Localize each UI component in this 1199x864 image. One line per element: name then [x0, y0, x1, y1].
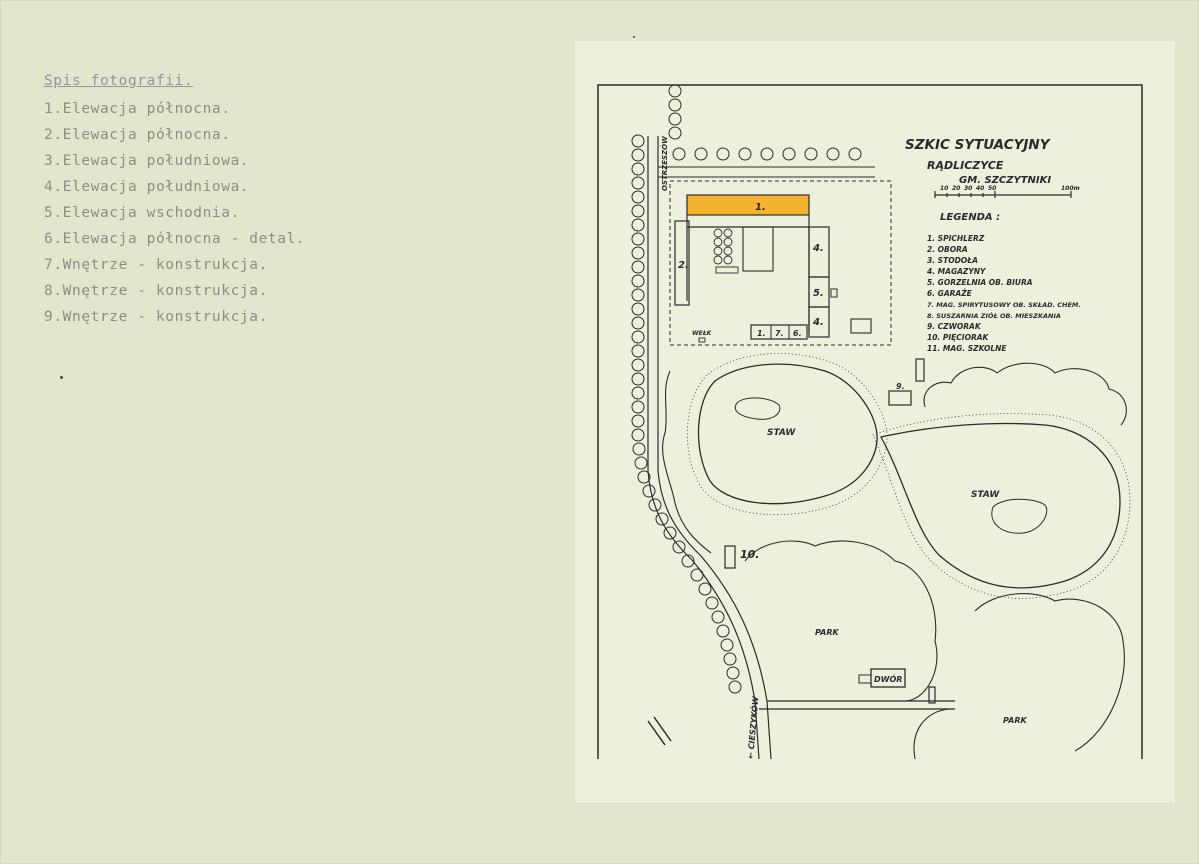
photo-list-item: 1.Elewacja północna. [44, 101, 231, 117]
scale-bar-line [934, 191, 1072, 198]
road-west-edge [657, 136, 772, 760]
photo-list-item: 3.Elewacja południowa. [44, 153, 250, 169]
tree-row-north [672, 147, 862, 161]
legend-title: LEGENDA : [940, 212, 1000, 223]
legend-item: 6. GARAŻE [927, 289, 973, 298]
road-west [647, 136, 760, 760]
pond-right-island [991, 498, 1048, 534]
photo-list-item: 8.Wnętrze - konstrukcja. [44, 283, 268, 299]
building-7-number: 7. [775, 329, 784, 338]
manor-wing [858, 674, 872, 684]
building-3-barn [686, 215, 810, 333]
road-break-mark [647, 716, 672, 746]
map-legend: LEGENDA : 1. SPICHLERZ 2. OBORA 3. STODO… [927, 212, 1081, 353]
photo-list-title: Spis fotografii. [44, 73, 194, 89]
building-inner-block [742, 226, 774, 272]
photo-list-item: 5.Elewacja wschodnia. [44, 205, 240, 221]
legend-item: 1. SPICHLERZ [927, 234, 985, 243]
building-inner-small [715, 266, 739, 274]
building-row-south [750, 324, 808, 340]
building-4-number-b: 4. [812, 317, 824, 328]
legend-item: 2. OBORA [927, 245, 968, 254]
silo-cluster [713, 228, 733, 265]
road-north-link [658, 166, 875, 178]
pond-left-label: STAW [767, 428, 796, 438]
tree-canopy-park [744, 540, 938, 702]
tree-row-west [631, 84, 742, 694]
legend-item: 3. STODOŁA [927, 256, 978, 265]
building-6-number: 6. [793, 329, 802, 338]
park-right-label: PARK [1003, 716, 1027, 725]
scale-label: 50 [988, 185, 996, 192]
photo-list-item: 6.Elewacja północna - detal. [44, 231, 306, 247]
pond-left-island [734, 397, 781, 420]
photo-list-item: 4.Elewacja południowa. [44, 179, 250, 195]
road-north-label: OSTRZESZÓW [660, 136, 669, 191]
map-title: SZKIC SYTUACYJNY [905, 137, 1051, 153]
scale-label: 20 [952, 185, 960, 192]
legend-item: 4. MAGAZYNY [927, 267, 987, 276]
scale-label: 10 [940, 185, 948, 192]
legend-item: 9. CZWORAK [927, 322, 982, 331]
well-label: WEŁK [692, 330, 713, 337]
building-4-number-a: 4. [812, 243, 824, 254]
photo-list-item: 2.Elewacja północna. [44, 127, 231, 143]
site-plan-map: 1. 2. 4. 5. 4. 1. 7. 6. WEŁK 9. 10. [597, 84, 1143, 760]
building-5-number: 5. [813, 288, 824, 299]
pond-right-label: STAW [971, 490, 1000, 500]
farmyard-boundary [669, 180, 892, 346]
site-plan-sheet: 1. 2. 4. 5. 4. 1. 7. 6. WEŁK 9. 10. [575, 41, 1175, 803]
building-2-cowshed [674, 220, 690, 306]
legend-item: 7. MAG. SPIRYTUSOWY OB. SKŁAD. CHEM. [927, 301, 1081, 309]
legend-item: 5. GORZELNIA OB. BIURA [927, 278, 1033, 287]
building-small-yard [850, 318, 872, 334]
building-4-warehouse-b [808, 306, 830, 338]
tree-canopy-north-east [923, 362, 1127, 426]
building-10-house [724, 545, 736, 569]
tree-canopy-west [662, 370, 712, 554]
scale-label: 30 [964, 185, 972, 192]
park-left-label: PARK [815, 628, 839, 637]
building-small-east [830, 288, 838, 298]
scale-label: 100m [1061, 185, 1080, 192]
building-11-store [915, 358, 925, 382]
building-south-small [928, 686, 936, 704]
well-marker [698, 337, 706, 343]
legend-item: 8. SUSZARNIA ZIÓŁ OB. MIESZKANIA [927, 311, 1061, 320]
pond-left [697, 363, 878, 505]
legend-item: 10. PIĘCIORAK [927, 333, 990, 342]
legend-item: 11. MAG. SZKOLNE [927, 344, 1007, 353]
map-place: RĄDLICZYCE [927, 159, 1004, 172]
building-2-number: 2. [678, 260, 689, 271]
scale-label: 40 [976, 185, 984, 192]
manor-label: DWÓR [874, 673, 902, 684]
pond-left-bank [687, 353, 888, 516]
building-1b-number: 1. [757, 329, 766, 338]
building-9-number: 9. [896, 382, 905, 391]
photo-list-item: 9.Wnętrze - konstrukcja. [44, 309, 268, 325]
pond-right [880, 422, 1121, 589]
building-row-divider [770, 325, 790, 339]
building-1-granary [686, 194, 810, 216]
map-commune: GM. SZCZYTNIKI [959, 175, 1051, 186]
photo-list: Spis fotografii. 1.Elewacja północna. 2.… [44, 70, 364, 330]
building-9-farmhouse [888, 390, 912, 406]
speck-mark [60, 376, 63, 379]
building-1-number: 1. [755, 202, 766, 213]
scale-bar: 10 20 30 40 50 100m [934, 185, 1080, 198]
photo-list-item: 7.Wnętrze - konstrukcja. [44, 257, 268, 273]
map-frame [597, 84, 1143, 759]
speck-mark [633, 36, 635, 38]
tree-canopy-south-east [913, 593, 1125, 760]
